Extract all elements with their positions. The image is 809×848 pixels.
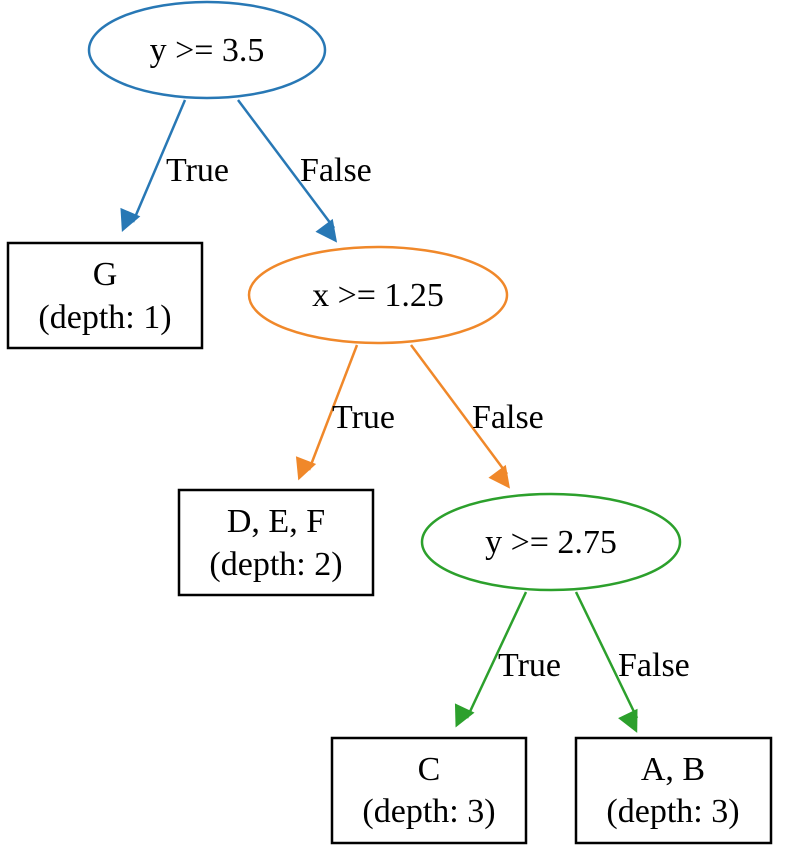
decision-ellipse	[420, 492, 682, 592]
edge-line	[295, 344, 359, 481]
decision-node-x: x >= 1.25	[247, 245, 509, 345]
edge-line	[454, 591, 528, 728]
leaf-node-def: D, E, F (depth: 2)	[177, 488, 375, 597]
leaf-depth: (depth: 1)	[38, 299, 171, 336]
edge-root-false: False	[237, 99, 372, 243]
decision-label: x >= 1.25	[312, 277, 444, 314]
edge-label-true: True	[498, 647, 561, 684]
edge-label-false: False	[300, 152, 372, 189]
leaf-node-ab: A, B (depth: 3)	[574, 736, 773, 845]
leaf-depth: (depth: 2)	[209, 546, 342, 583]
edge-root-true: True	[120, 99, 229, 232]
edge-y2-true: True	[454, 591, 561, 728]
leaf-box	[6, 241, 204, 350]
edge-y2-false: False	[574, 591, 690, 733]
leaf-name: C	[418, 751, 441, 788]
leaf-depth: (depth: 3)	[606, 793, 739, 830]
edge-label-false: False	[472, 399, 544, 436]
edge-label-true: True	[166, 152, 229, 189]
edge-line	[237, 99, 338, 243]
decision-label: y >= 3.5	[150, 32, 265, 69]
leaf-box	[330, 736, 528, 845]
leaf-box	[574, 736, 773, 845]
edge-line	[574, 591, 639, 733]
leaf-depth: (depth: 3)	[362, 793, 495, 830]
leaf-name: D, E, F	[227, 503, 325, 540]
decision-label: y >= 2.75	[485, 524, 617, 561]
leaf-name: A, B	[641, 751, 705, 788]
edge-x-false: False	[409, 344, 544, 489]
decision-node-root: y >= 3.5	[87, 0, 327, 100]
edge-label-true: True	[332, 399, 395, 436]
leaf-node-g: G (depth: 1)	[6, 241, 204, 350]
leaf-node-c: C (depth: 3)	[330, 736, 528, 845]
edge-label-false: False	[618, 647, 690, 684]
decision-ellipse	[87, 0, 327, 100]
leaf-box	[177, 488, 375, 597]
edge-x-true: True	[295, 344, 395, 481]
edge-line	[409, 344, 511, 489]
leaf-name: G	[93, 256, 118, 293]
decision-ellipse	[247, 245, 509, 345]
decision-node-y2: y >= 2.75	[420, 492, 682, 592]
edge-line	[120, 99, 187, 232]
